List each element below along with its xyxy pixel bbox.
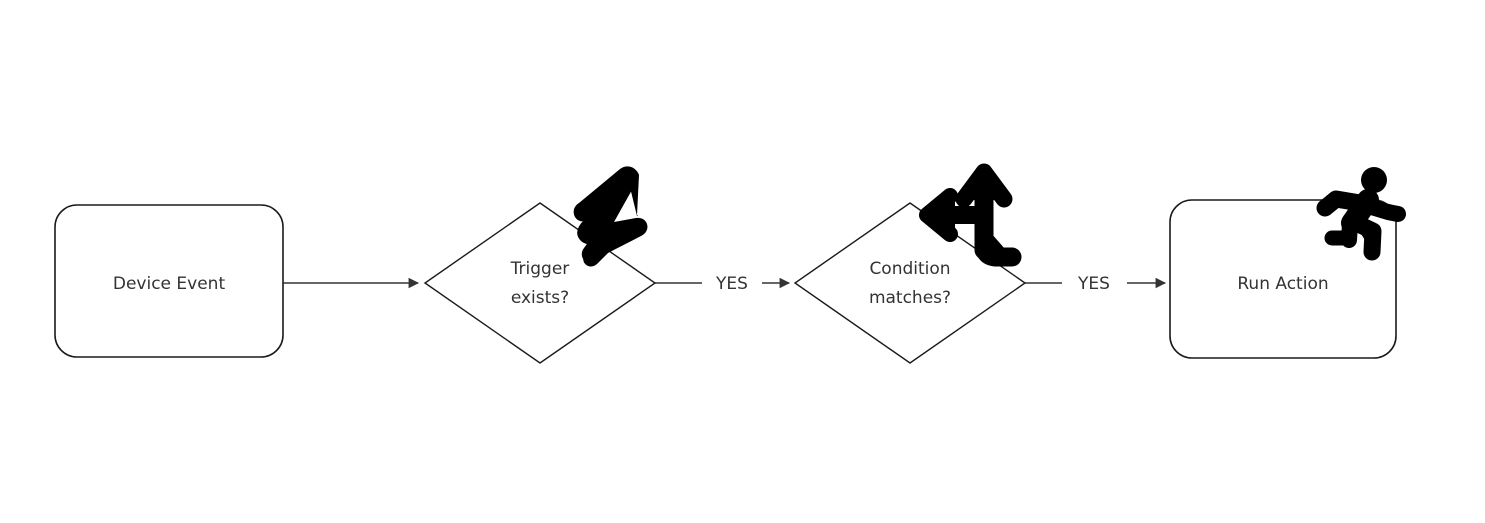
edge-condition-to-action: YES [1025,274,1167,294]
trigger-exists-label-line1: Trigger [510,259,570,279]
edge-label-yes-1: YES [715,274,748,294]
node-condition-matches[interactable]: Condition matches? [793,202,1027,364]
edge-trigger-to-condition: YES [655,274,791,294]
branch-arrow-icon [919,163,1022,267]
edge-label-yes-2: YES [1077,274,1110,294]
lightning-bolt-icon [573,166,648,267]
device-event-box[interactable] [54,204,284,358]
run-action-label: Run Action [1237,274,1328,294]
trigger-exists-label-line2: exists? [511,288,569,308]
running-person-icon [1316,167,1406,261]
condition-matches-label-line2: matches? [869,288,951,308]
device-event-label: Device Event [113,274,226,294]
condition-matches-label-line1: Condition [869,259,950,279]
node-device-event[interactable]: Device Event [54,204,284,358]
